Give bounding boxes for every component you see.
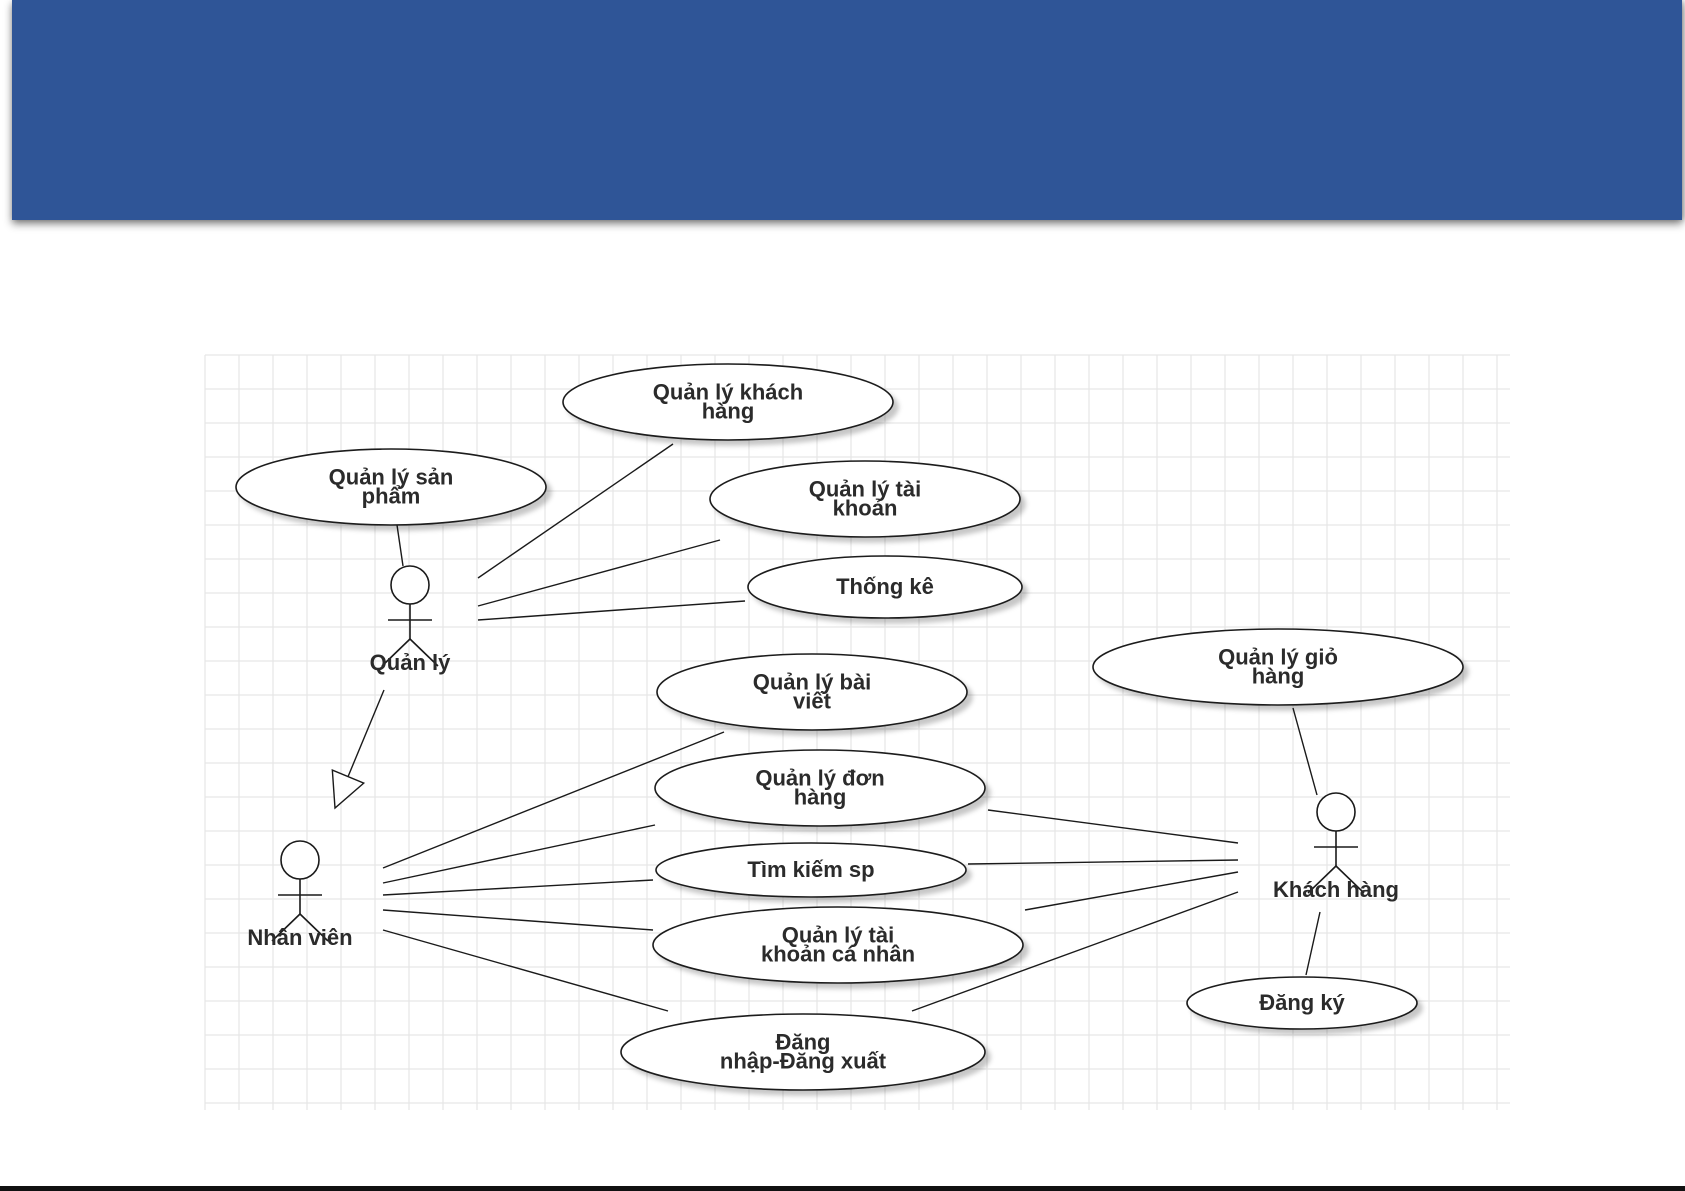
use-case-label: nhập-Đăng xuất: [720, 1049, 887, 1074]
bottom-rule: [0, 1186, 1685, 1191]
association-khach-hang-timkiem: [968, 860, 1238, 864]
actor-label: Quản lý: [370, 650, 451, 675]
use-case-label: Đăng ký: [1259, 990, 1345, 1015]
association-khach-hang-dangky: [1306, 912, 1320, 975]
association-quan-ly-qltk: [478, 540, 720, 606]
actor-quan-ly[interactable]: Quản lý: [370, 566, 451, 675]
use-case-label: Thống kê: [836, 574, 934, 599]
association-quan-ly-thongke: [478, 601, 745, 620]
actor-nhan-vien[interactable]: Nhân viên: [247, 841, 352, 950]
association-quan-ly-qlsp: [397, 525, 403, 566]
use-case-thongke[interactable]: Thống kê: [748, 556, 1022, 618]
association-nhan-vien-dangnhap: [383, 930, 668, 1011]
generalization-line: [348, 690, 384, 777]
use-case-label: hàng: [1252, 664, 1305, 689]
use-case-label: phẩm: [362, 484, 421, 509]
association-khach-hang-qldh: [988, 810, 1238, 843]
association-nhan-vien-qldh: [383, 825, 655, 883]
use-case-label: khoản: [833, 496, 898, 521]
use-case-label: viết: [793, 689, 832, 714]
actor-label: Khách hàng: [1273, 877, 1399, 902]
actor-label: Nhân viên: [247, 925, 352, 950]
use-case-label: khoản cá nhân: [761, 942, 915, 967]
actor-khach-hang[interactable]: Khách hàng: [1273, 793, 1399, 902]
use-case-dangky[interactable]: Đăng ký: [1187, 977, 1417, 1029]
use-case-label: Tìm kiếm sp: [747, 857, 874, 882]
use-case-timkiem[interactable]: Tìm kiếm sp: [656, 843, 966, 897]
use-case-label: hàng: [794, 785, 847, 810]
association-khach-hang-qlgh: [1293, 708, 1317, 795]
use-case-label: hàng: [702, 399, 755, 424]
